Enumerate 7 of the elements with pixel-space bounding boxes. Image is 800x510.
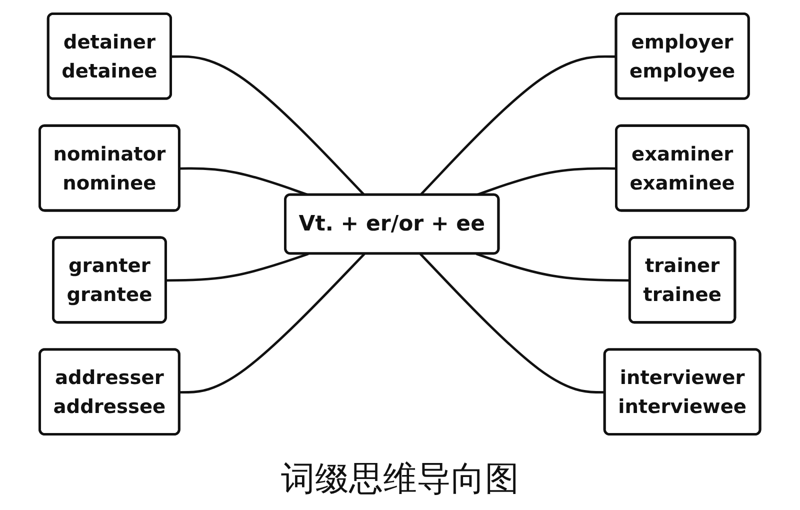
connector (171, 55, 366, 196)
connector (420, 253, 606, 394)
connector (476, 252, 630, 282)
connector (180, 253, 366, 394)
diagram-caption: 词缀思维导向图 (281, 458, 519, 501)
connector (166, 252, 309, 282)
connector (420, 55, 617, 196)
